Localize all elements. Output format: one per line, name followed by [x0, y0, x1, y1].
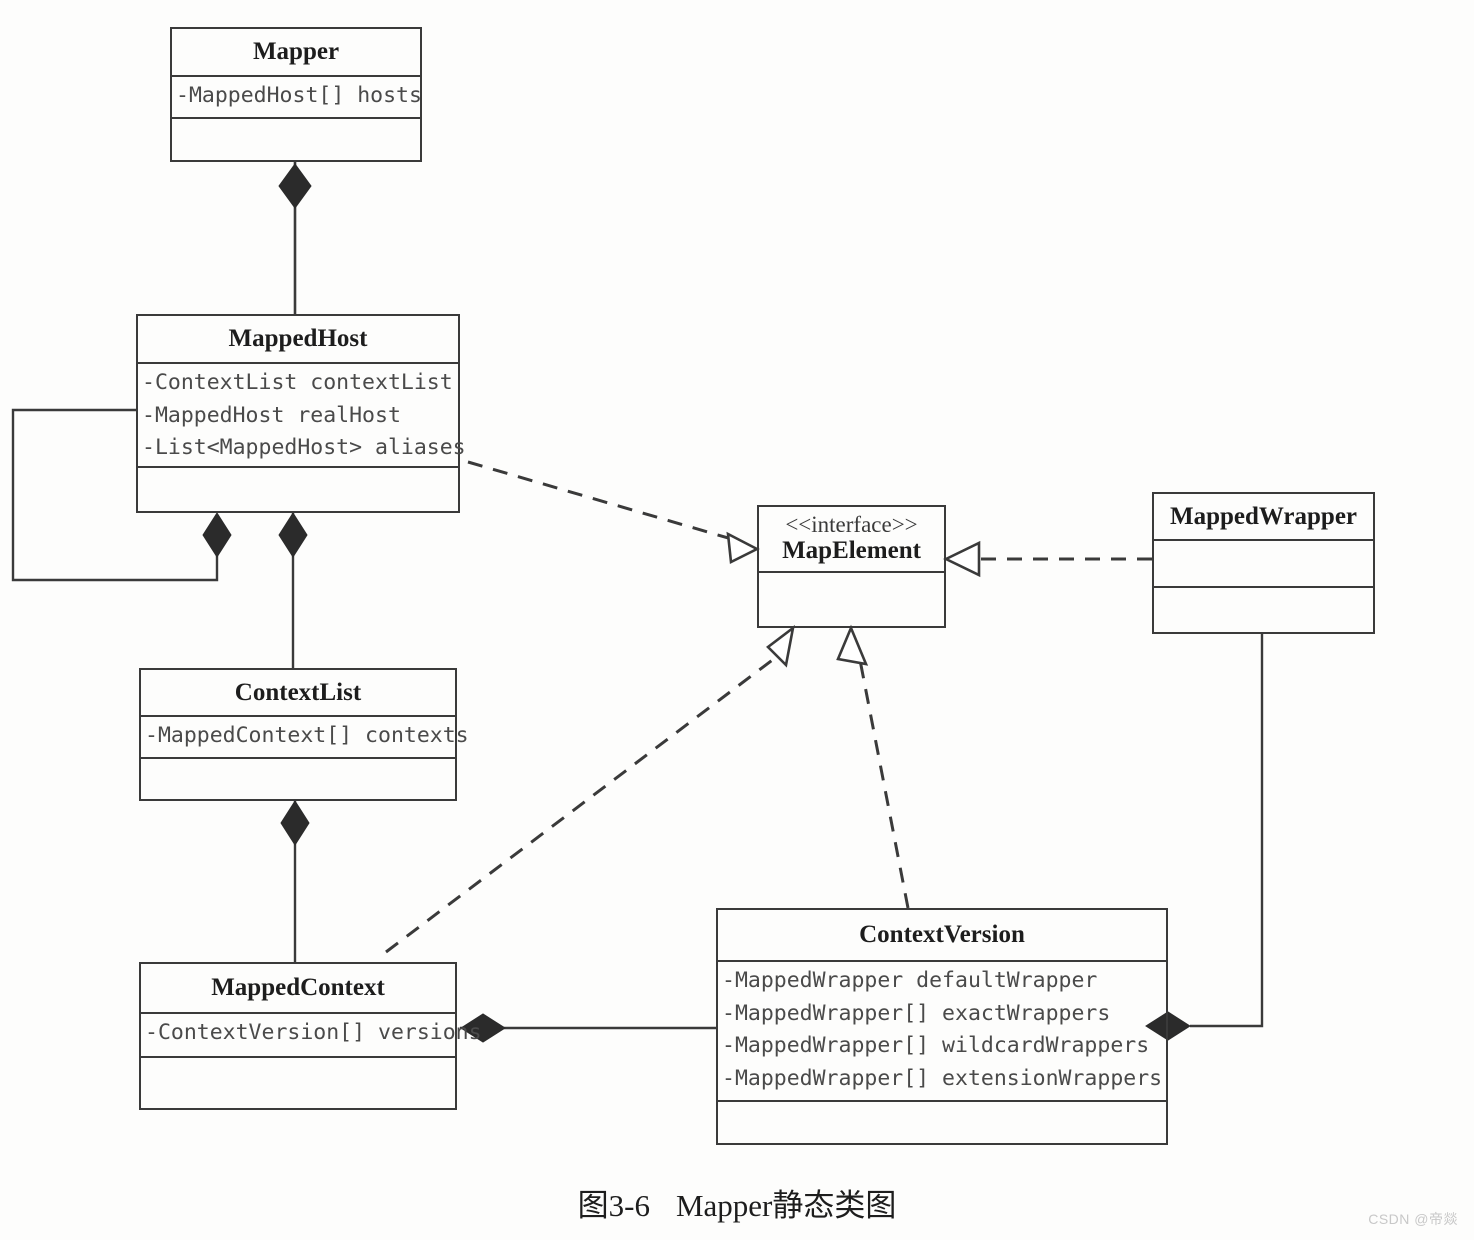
hollow-triangle-arrow: [943, 540, 981, 578]
edge-mapper-mappedhost: [278, 162, 312, 314]
class-attributes-compartment: -MappedWrapper defaultWrapper -MappedWra…: [718, 962, 1166, 1102]
class-operations-compartment: [138, 468, 458, 511]
filled-diamond: [280, 800, 310, 846]
filled-diamond: [278, 512, 308, 558]
edge-mappedwrapper-realizes-mapelement: [943, 540, 1152, 578]
class-box-mappedcontext[interactable]: MappedContext -ContextVersion[] versions: [139, 962, 482, 1110]
class-attributes-compartment: -MappedHost[] hosts: [172, 77, 422, 119]
class-attributes-compartment: -ContextVersion[] versions: [141, 1014, 482, 1058]
interface-stereotype-label: <<interface>>: [785, 512, 918, 538]
class-operations-compartment: [1154, 588, 1373, 632]
hollow-triangle-arrow: [836, 624, 869, 666]
class-title: ContextList: [234, 678, 362, 706]
edge-mappedcontext-contextversion: [460, 1013, 716, 1043]
class-box-contextlist[interactable]: ContextList -MappedContext[] contexts: [139, 668, 469, 801]
filled-diamond: [278, 163, 312, 209]
class-name-compartment: MappedWrapper: [1154, 494, 1373, 541]
class-name-compartment: <<interface>> MapElement: [759, 507, 944, 573]
class-title: MappedWrapper: [1169, 502, 1358, 530]
class-name-compartment: MappedContext: [141, 964, 455, 1014]
attribute-row: -MappedHost[] hosts: [176, 83, 422, 108]
class-title: MappedContext: [211, 974, 385, 1002]
edge-mappedhost-contextlist: [278, 512, 308, 668]
edge-contextversion-realizes-mapelement: [836, 624, 910, 909]
class-operations-compartment: [718, 1102, 1166, 1143]
attribute-row: -ContextList contextList: [142, 370, 453, 395]
class-attributes-compartment: [1154, 541, 1373, 588]
attribute-row: -MappedWrapper[] wildcardWrappers: [722, 1033, 1150, 1059]
class-box-mappedhost[interactable]: MappedHost -ContextList contextList -Map…: [136, 314, 466, 513]
class-title: ContextVersion: [859, 921, 1025, 949]
class-box-contextversion[interactable]: ContextVersion -MappedWrapper defaultWra…: [716, 908, 1168, 1145]
class-title: MapElement: [782, 537, 921, 565]
attribute-row: -List<MappedHost> aliases: [142, 435, 466, 461]
attribute-row: -MappedWrapper[] extensionWrappers: [722, 1066, 1163, 1092]
figure-title: Mapper静态类图: [675, 1188, 897, 1223]
class-name-compartment: ContextVersion: [718, 910, 1166, 962]
class-title: Mapper: [252, 38, 340, 66]
edge-contextlist-mappedcontext: [280, 800, 310, 962]
class-title: MappedHost: [228, 325, 368, 353]
attribute-row: -MappedWrapper defaultWrapper: [722, 968, 1098, 993]
class-attributes-compartment: -MappedContext[] contexts: [141, 717, 469, 759]
attribute-row: -MappedHost realHost: [142, 402, 401, 428]
csdn-watermark: CSDN @帝燚: [1368, 1211, 1458, 1227]
hollow-triangle-arrow: [726, 531, 760, 565]
class-name-compartment: MappedHost: [138, 316, 458, 364]
class-box-mappedwrapper[interactable]: MappedWrapper: [1152, 492, 1375, 634]
edge-mappedhost-realizes-mapelement: [467, 460, 760, 565]
hollow-triangle-arrow: [766, 624, 795, 668]
class-name-compartment: ContextList: [141, 670, 455, 717]
figure-caption: 图3-6 Mapper静态类图: [0, 1180, 1474, 1225]
figure-number: 图3-6: [577, 1188, 650, 1223]
attribute-row: -ContextVersion[] versions: [145, 1020, 482, 1045]
class-operations-compartment: [141, 759, 455, 799]
class-name-compartment: Mapper: [172, 29, 420, 77]
class-box-mapper[interactable]: Mapper -MappedHost[] hosts: [170, 27, 422, 162]
class-attributes-compartment: -ContextList contextList -MappedHost rea…: [138, 364, 466, 468]
class-operations-compartment: [172, 119, 420, 160]
class-operations-compartment: [141, 1058, 455, 1108]
class-box-mapelement[interactable]: <<interface>> MapElement: [757, 505, 946, 628]
class-operations-compartment: [759, 573, 944, 626]
attribute-row: -MappedContext[] contexts: [145, 723, 469, 748]
attribute-row: -MappedWrapper[] exactWrappers: [722, 1000, 1111, 1026]
filled-diamond: [202, 512, 232, 558]
